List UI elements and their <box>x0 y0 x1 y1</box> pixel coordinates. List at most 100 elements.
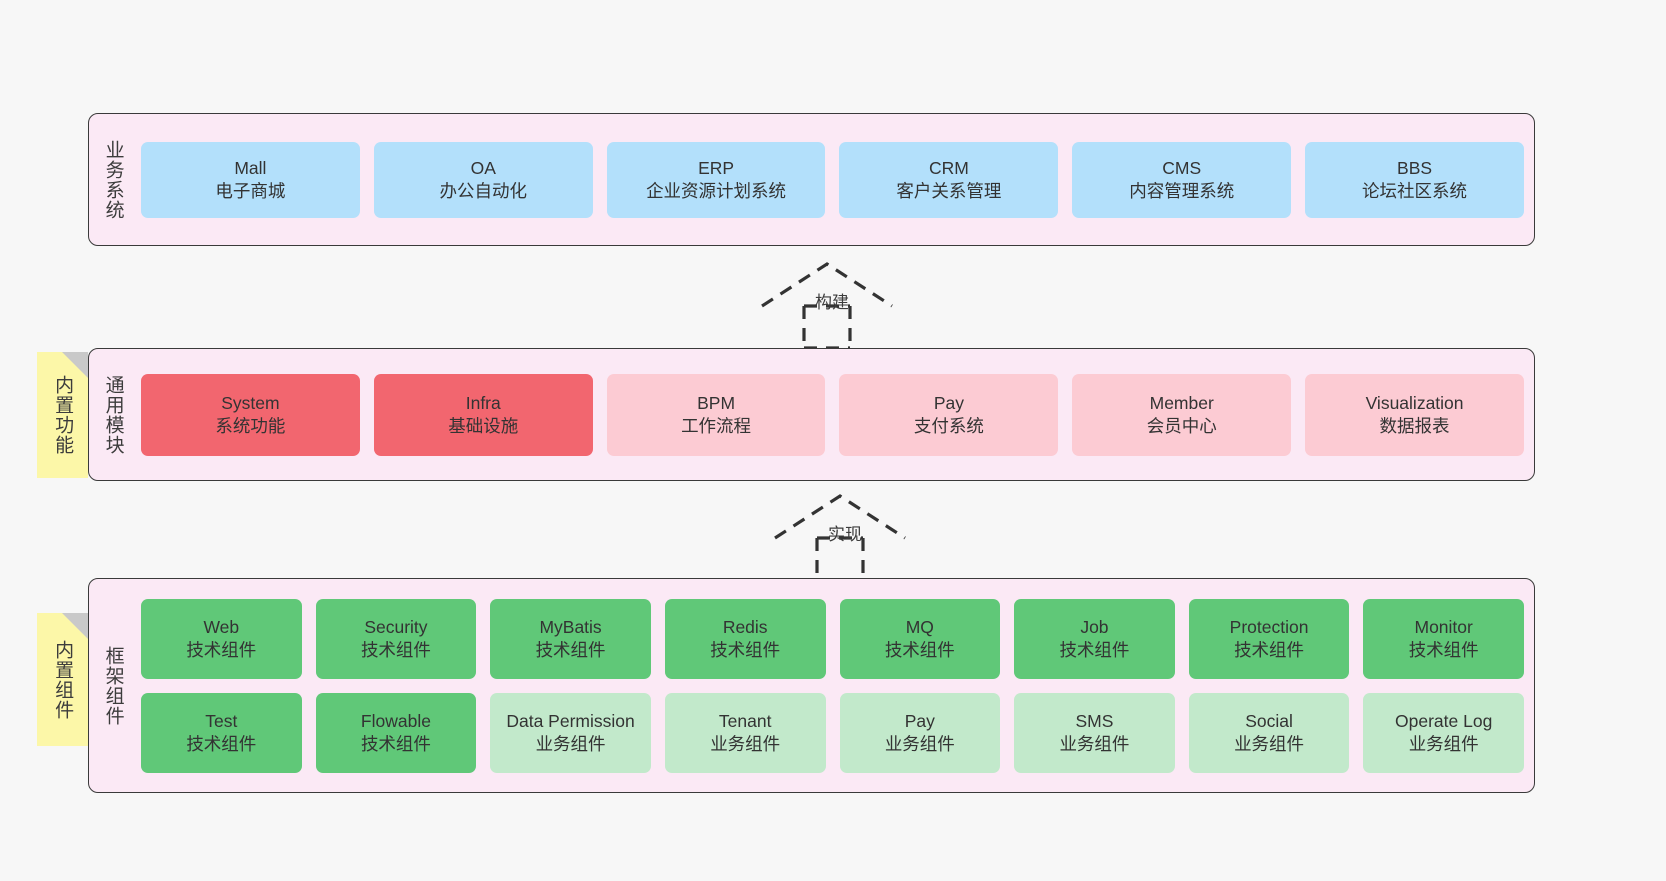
component-social-cn: 业务组件 <box>1234 733 1305 754</box>
module-bpm[interactable]: BPM 工作流程 <box>606 373 826 456</box>
component-mq-cn: 技术组件 <box>884 639 955 660</box>
module-member[interactable]: Member 会员中心 <box>1072 373 1292 456</box>
component-operate-log-cn: 业务组件 <box>1408 733 1479 754</box>
module-oa[interactable]: OA 办公自动化 <box>373 141 593 218</box>
module-crm-cn: 客户关系管理 <box>896 180 1002 201</box>
layer-common-modules-body: System 系统功能 Infra 基础设施 BPM 工作流程 Pay 支付系统… <box>137 349 1534 480</box>
module-erp-en: ERP <box>698 158 735 179</box>
connector-build-stem <box>802 304 852 350</box>
module-cms[interactable]: CMS 内容管理系统 <box>1072 141 1292 218</box>
connector-implement-arrowhead <box>774 494 906 540</box>
module-infra-en: Infra <box>465 393 501 414</box>
component-protection-cn: 技术组件 <box>1234 639 1305 660</box>
module-infra-cn: 基础设施 <box>448 415 519 436</box>
component-data-permission[interactable]: Data Permission 业务组件 <box>490 692 651 773</box>
note-builtin-features: 内置功能 <box>37 352 88 478</box>
component-flowable[interactable]: Flowable 技术组件 <box>315 692 477 773</box>
component-data-permission-cn: 业务组件 <box>535 733 606 754</box>
layer-business-systems: 业务系统 Mall 电子商城 OA 办公自动化 ERP 企业资源计划系统 CRM… <box>88 113 1535 246</box>
module-mall[interactable]: Mall 电子商城 <box>141 141 360 218</box>
module-bpm-cn: 工作流程 <box>681 415 752 436</box>
component-operate-log[interactable]: Operate Log 业务组件 <box>1363 692 1524 773</box>
module-crm-en: CRM <box>928 158 969 179</box>
layer-framework-components: 框架组件 Web 技术组件 Security 技术组件 MyBatis 技术组件… <box>88 578 1535 793</box>
component-sms-cn: 业务组件 <box>1059 733 1130 754</box>
module-visualization-cn: 数据报表 <box>1379 415 1450 436</box>
module-visualization[interactable]: Visualization 数据报表 <box>1305 373 1524 456</box>
component-job-cn: 技术组件 <box>1059 639 1130 660</box>
component-operate-log-en: Operate Log <box>1395 711 1493 732</box>
component-security-cn: 技术组件 <box>360 639 431 660</box>
component-pay[interactable]: Pay 业务组件 <box>839 692 1001 773</box>
connector-build: 构建 <box>757 258 907 350</box>
component-test[interactable]: Test 技术组件 <box>141 692 302 773</box>
component-protection[interactable]: Protection 技术组件 <box>1188 598 1350 679</box>
note-builtin-features-label: 内置功能 <box>52 375 74 455</box>
component-mybatis[interactable]: MyBatis 技术组件 <box>490 598 651 679</box>
module-erp-cn: 企业资源计划系统 <box>646 180 787 201</box>
component-monitor-en: Monitor <box>1414 617 1473 638</box>
framework-components-row-1: Web 技术组件 Security 技术组件 MyBatis 技术组件 Redi… <box>141 598 1524 679</box>
module-pay-en: Pay <box>933 393 964 414</box>
component-pay-cn: 业务组件 <box>884 733 955 754</box>
component-redis-en: Redis <box>722 617 768 638</box>
component-tenant-cn: 业务组件 <box>710 733 781 754</box>
component-sms[interactable]: SMS 业务组件 <box>1014 692 1175 773</box>
layer-framework-components-title: 框架组件 <box>102 645 124 726</box>
module-member-en: Member <box>1149 393 1214 414</box>
module-bpm-en: BPM <box>697 393 736 414</box>
component-test-cn: 技术组件 <box>186 733 257 754</box>
component-monitor-cn: 技术组件 <box>1408 639 1479 660</box>
component-mybatis-en: MyBatis <box>539 617 602 638</box>
module-bbs-en: BBS <box>1397 158 1433 179</box>
module-pay-cn: 支付系统 <box>913 415 984 436</box>
connector-implement-label: 实现 <box>828 525 862 544</box>
component-monitor[interactable]: Monitor 技术组件 <box>1363 598 1524 679</box>
component-protection-en: Protection <box>1229 617 1309 638</box>
module-infra[interactable]: Infra 基础设施 <box>373 373 593 456</box>
module-mall-en: Mall <box>234 158 267 179</box>
layer-framework-components-body: Web 技术组件 Security 技术组件 MyBatis 技术组件 Redi… <box>137 579 1534 792</box>
business-systems-row: Mall 电子商城 OA 办公自动化 ERP 企业资源计划系统 CRM 客户关系… <box>141 141 1524 218</box>
component-web-cn: 技术组件 <box>186 639 257 660</box>
component-social[interactable]: Social 业务组件 <box>1188 692 1350 773</box>
module-mall-cn: 电子商城 <box>215 180 286 201</box>
note-builtin-components: 内置组件 <box>37 613 88 746</box>
module-system-en: System <box>221 393 280 414</box>
component-flowable-en: Flowable <box>360 711 431 732</box>
module-crm[interactable]: CRM 客户关系管理 <box>839 141 1059 218</box>
component-sms-en: SMS <box>1075 711 1114 732</box>
module-cms-cn: 内容管理系统 <box>1129 180 1235 201</box>
component-security[interactable]: Security 技术组件 <box>315 598 477 679</box>
note-fold-icon <box>62 352 88 378</box>
component-redis[interactable]: Redis 技术组件 <box>664 598 826 679</box>
component-security-en: Security <box>364 617 428 638</box>
connector-build-arrowhead <box>761 262 893 308</box>
component-web-en: Web <box>203 617 240 638</box>
component-tenant-en: Tenant <box>718 711 772 732</box>
module-pay[interactable]: Pay 支付系统 <box>839 373 1059 456</box>
component-mq[interactable]: MQ 技术组件 <box>839 598 1001 679</box>
layer-business-systems-title: 业务系统 <box>102 139 124 220</box>
component-job[interactable]: Job 技术组件 <box>1014 598 1175 679</box>
module-oa-en: OA <box>470 158 496 179</box>
component-redis-cn: 技术组件 <box>710 639 781 660</box>
component-tenant[interactable]: Tenant 业务组件 <box>664 692 826 773</box>
component-social-en: Social <box>1245 711 1293 732</box>
component-pay-en: Pay <box>904 711 935 732</box>
connector-implement: 实现 <box>770 490 920 582</box>
module-erp[interactable]: ERP 企业资源计划系统 <box>606 141 826 218</box>
module-system[interactable]: System 系统功能 <box>141 373 360 456</box>
note-builtin-components-label: 内置组件 <box>52 639 74 720</box>
component-data-permission-en: Data Permission <box>506 711 635 732</box>
component-mq-en: MQ <box>905 617 934 638</box>
connector-build-label: 构建 <box>815 293 849 312</box>
layer-business-systems-body: Mall 电子商城 OA 办公自动化 ERP 企业资源计划系统 CRM 客户关系… <box>137 114 1534 245</box>
component-web[interactable]: Web 技术组件 <box>141 598 302 679</box>
module-bbs[interactable]: BBS 论坛社区系统 <box>1305 141 1524 218</box>
note-fold-icon <box>62 613 88 639</box>
module-visualization-en: Visualization <box>1365 393 1464 414</box>
layer-common-modules-title: 通用模块 <box>102 374 124 455</box>
connector-implement-stem <box>815 536 865 582</box>
